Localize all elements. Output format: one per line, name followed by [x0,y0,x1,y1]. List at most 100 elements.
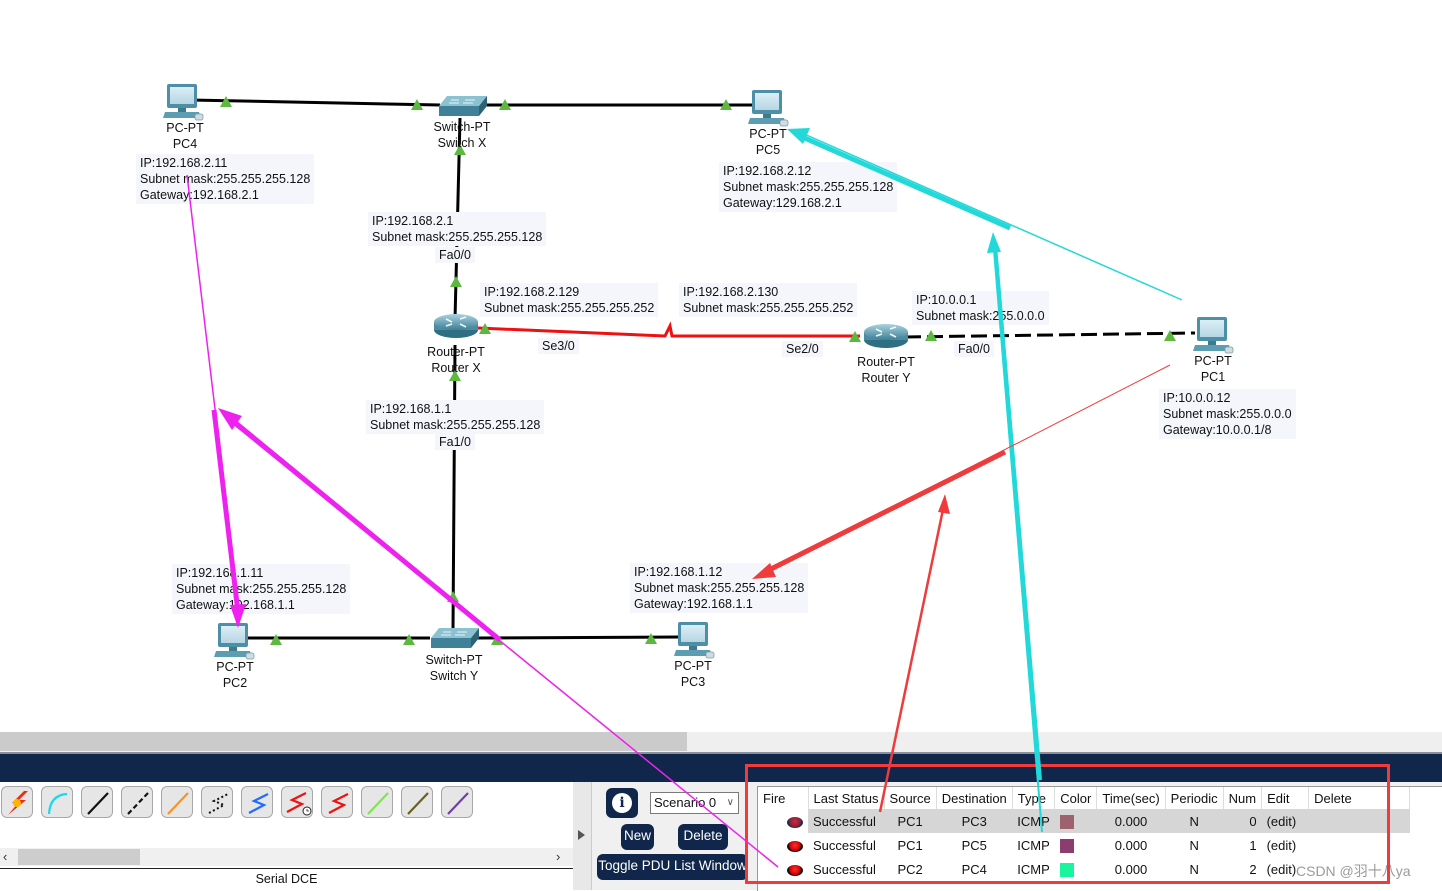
serial-dte-icon [328,793,349,814]
pdu-cell [758,857,808,881]
num: 1 [1249,837,1257,853]
port-up-icon [849,331,861,342]
link-serial-routerx-routery [477,321,860,338]
time: 0.000 [1096,809,1166,833]
scenario-select[interactable]: Scenario 0∨ [650,792,739,814]
destination: PC3 [936,809,1013,833]
pdu-cell [1054,809,1097,833]
expand-arrow-icon[interactable] [578,830,585,840]
scroll-left-icon[interactable]: ‹ [3,849,8,864]
pdu-color-swatch [1059,862,1074,877]
new-scenario-button[interactable]: New [621,824,654,850]
scenario-info-button[interactable]: i [606,788,638,818]
column-header[interactable]: Edit [1261,787,1310,809]
time: 0.000 [1114,861,1148,877]
lightning-icon [8,791,28,815]
column-header[interactable]: Source [884,787,937,809]
port-label-router-x-se30: Se3/0 [538,338,579,354]
column-header[interactable]: Delete [1308,787,1411,809]
delete-cell [1309,833,1410,857]
scrollbar-thumb[interactable] [18,849,140,865]
connection-tool-copper-cross[interactable] [121,786,153,818]
column-header[interactable]: Time(sec) [1096,787,1166,809]
port-up-icon [925,330,937,341]
delete-cell [1308,809,1410,833]
pdu-color-swatch [1059,838,1074,853]
toggle-pdu-list-button[interactable]: Toggle PDU List Window [597,854,748,880]
connection-tool-fiber[interactable] [161,786,193,818]
info-icon: i [612,793,632,813]
fire-button-icon[interactable] [787,864,803,876]
panel-splitter[interactable] [573,782,592,890]
port-up-icon [450,276,462,287]
selected-connection-type: Serial DCE [0,868,573,891]
edit-link[interactable]: (edit) [1266,861,1297,877]
column-header[interactable]: Color [1054,787,1098,809]
connection-tool-coaxial[interactable] [241,786,273,818]
canvas-horizontal-scrollbar[interactable] [0,732,1442,752]
pdu-cell [1055,833,1097,857]
destination: PC4 [961,861,987,877]
port-label-router-y-se20: Se2/0 [782,341,823,357]
scenario-select-value: Scenario 0 [654,795,717,810]
edit-link[interactable]: (edit) [1261,809,1309,833]
connection-tool-serial-dte[interactable] [321,786,353,818]
column-header[interactable]: Periodic [1165,787,1224,809]
pc-icon [673,621,715,659]
port-up-icon [449,370,461,381]
connection-tool-phone[interactable] [201,786,233,818]
scrollbar-thumb[interactable] [0,732,687,751]
link-pc4-switchx [189,98,441,107]
bottom-toolbar-bar [0,752,1442,782]
connection-tool-copper-straight[interactable] [81,786,113,818]
column-header[interactable]: Last Status [808,787,885,809]
delete-scenario-button[interactable]: Delete [678,824,728,850]
switch-icon [430,627,480,649]
column-header[interactable]: Num [1223,787,1263,809]
scroll-right-icon[interactable]: › [556,849,561,864]
connection-tool-iot[interactable] [401,786,433,818]
connection-tool-usb[interactable] [441,786,473,818]
connection-tool-console[interactable] [41,786,73,818]
fire-button-icon[interactable] [787,816,803,828]
connection-tool-serial-dce[interactable] [281,786,313,818]
connections-scrollbar[interactable]: ‹ › [0,848,573,866]
connection-tool-octal[interactable] [361,786,393,818]
column-header[interactable]: Fire [758,787,809,809]
straight-cable-icon [87,792,109,815]
port-label-router-x-fa10: Fa1/0 [435,434,475,450]
fire-button-icon[interactable] [787,840,803,852]
column-header[interactable]: Type [1012,787,1056,809]
pc-icon [213,622,255,660]
column-header[interactable]: Destination [936,787,1013,809]
fiber-cable-icon [167,792,189,815]
edit-link[interactable]: (edit) [1266,837,1297,853]
link-routery-pc1 [904,331,1196,339]
port-up-icon [454,144,466,155]
connection-tool-automatic[interactable] [1,786,33,818]
port-up-icon [720,99,732,110]
